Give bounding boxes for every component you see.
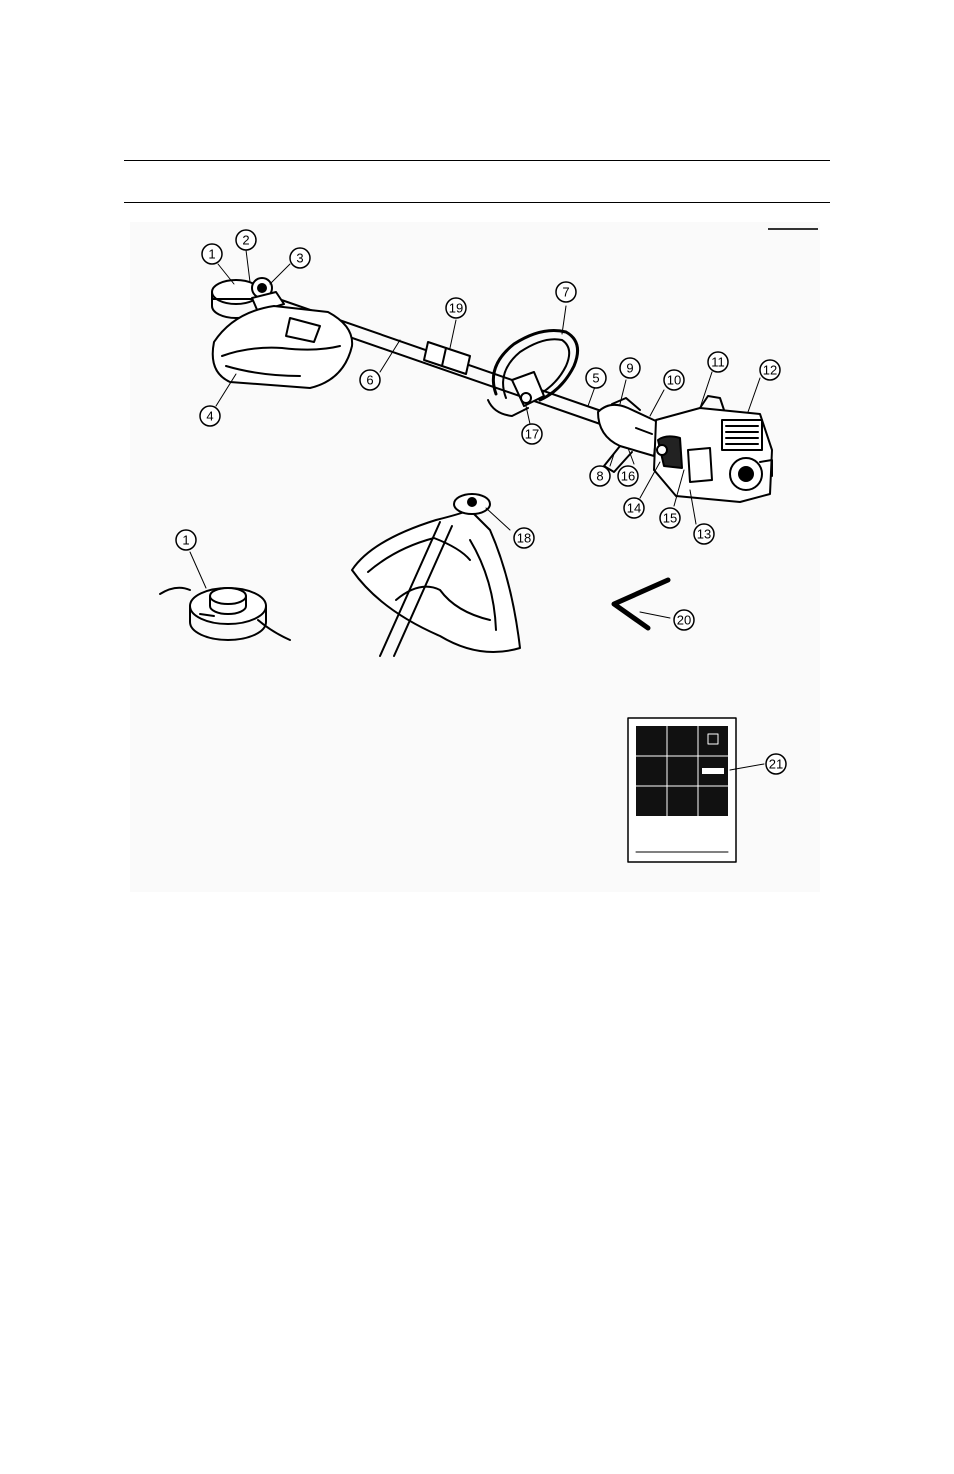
callout-12: 12 xyxy=(760,360,780,380)
callout-label: 19 xyxy=(449,301,463,316)
callout-label: 16 xyxy=(621,469,635,484)
callout-17: 17 xyxy=(522,424,542,444)
callout-label: 1 xyxy=(182,533,189,548)
callout-19: 19 xyxy=(446,298,466,318)
callout-label: 18 xyxy=(517,531,531,546)
callout-9: 9 xyxy=(620,358,640,378)
callout-label: 1 xyxy=(208,247,215,262)
callout-label: 15 xyxy=(663,511,677,526)
callout-label: 4 xyxy=(206,409,213,424)
callout-label: 14 xyxy=(627,501,641,516)
callout-label: 20 xyxy=(677,613,691,628)
callout-7: 7 xyxy=(556,282,576,302)
callout-label: 11 xyxy=(711,355,725,370)
callout-label: 3 xyxy=(296,251,303,266)
callout-label: 5 xyxy=(592,371,599,386)
engine-unit xyxy=(654,396,772,502)
callout-14: 14 xyxy=(624,498,644,518)
hex-wrench xyxy=(614,580,668,628)
callout-18: 18 xyxy=(514,528,534,548)
callout-20: 20 xyxy=(674,610,694,630)
callout-21: 21 xyxy=(766,754,786,774)
callout-label: 21 xyxy=(769,757,783,772)
callout-label: 10 xyxy=(667,373,681,388)
callout-10: 10 xyxy=(664,370,684,390)
callout-label: 8 xyxy=(596,469,603,484)
callout-3: 3 xyxy=(290,248,310,268)
throttle-handle xyxy=(598,398,658,472)
callout-1: 1 xyxy=(202,244,222,264)
callout-label: 12 xyxy=(763,363,777,378)
callout-label: 9 xyxy=(626,361,633,376)
spare-trimmer-head xyxy=(160,588,290,640)
callout-16: 16 xyxy=(618,466,638,486)
callout-label: 6 xyxy=(366,373,373,388)
callout-13: 13 xyxy=(694,524,714,544)
trimmer-assembly xyxy=(212,278,772,502)
callout-label: 7 xyxy=(562,285,569,300)
operator-manual xyxy=(628,718,736,862)
callout-4: 4 xyxy=(200,406,220,426)
callout-label: 13 xyxy=(697,527,711,542)
guard-assembly xyxy=(352,494,520,656)
callout-5: 5 xyxy=(586,368,606,388)
callout-1-spare: 1 xyxy=(176,530,196,550)
loop-handle xyxy=(488,331,578,417)
callout-2: 2 xyxy=(236,230,256,250)
callout-label: 2 xyxy=(242,233,249,248)
callout-15: 15 xyxy=(660,508,680,528)
callout-11: 11 xyxy=(708,352,728,372)
callout-label: 17 xyxy=(525,427,539,442)
callout-6: 6 xyxy=(360,370,380,390)
shaft-joint xyxy=(424,342,470,374)
callout-8: 8 xyxy=(590,466,610,486)
